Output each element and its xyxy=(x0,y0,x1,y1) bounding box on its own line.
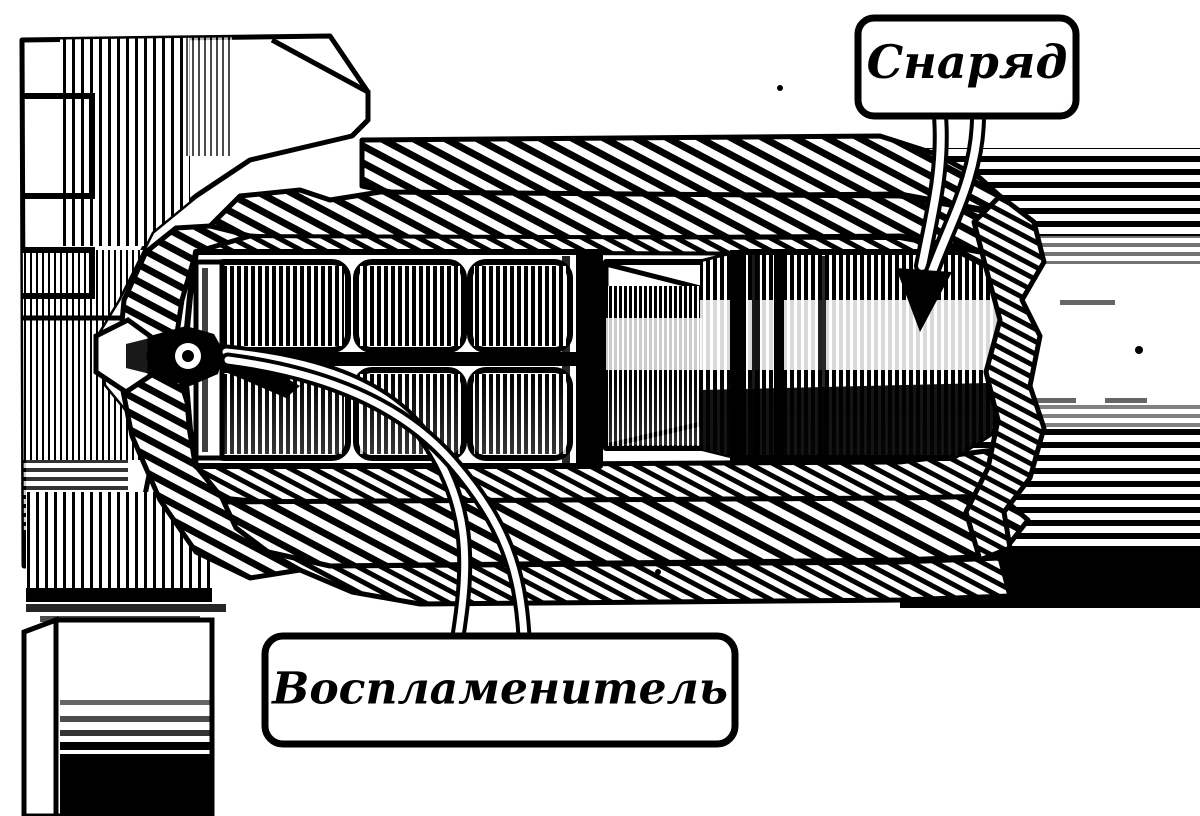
breech-block xyxy=(19,33,371,569)
propellant-bag xyxy=(205,259,351,353)
propellant-bag xyxy=(467,259,573,353)
callout-igniter-label: Воспламенитель xyxy=(270,664,728,715)
callout-igniter[interactable]: Воспламенитель xyxy=(261,632,739,748)
chamber-mouth-wrap xyxy=(963,193,1047,563)
propellant-charge-bags xyxy=(205,259,573,461)
cradle-bracket xyxy=(21,492,226,816)
callout-igniter-box[interactable] xyxy=(261,632,739,748)
scan-speckles xyxy=(427,85,783,575)
callout-projectile[interactable]: Снаряд xyxy=(854,14,1080,120)
projectile-driving-bands xyxy=(730,250,826,462)
igniter-leader-line xyxy=(218,344,532,644)
callout-projectile-label: Снаряд xyxy=(867,35,1068,89)
callout-projectile-box[interactable] xyxy=(854,14,1080,120)
barrel-wall-lower xyxy=(193,445,1031,607)
propellant-bag xyxy=(353,259,467,353)
arrowhead-icon xyxy=(896,268,952,332)
projectile-leader-line xyxy=(896,108,986,332)
projectile-body xyxy=(603,249,1021,462)
barrel-wall-upper xyxy=(193,133,1033,275)
propellant-bag xyxy=(467,367,573,461)
case-mouth xyxy=(576,252,602,468)
